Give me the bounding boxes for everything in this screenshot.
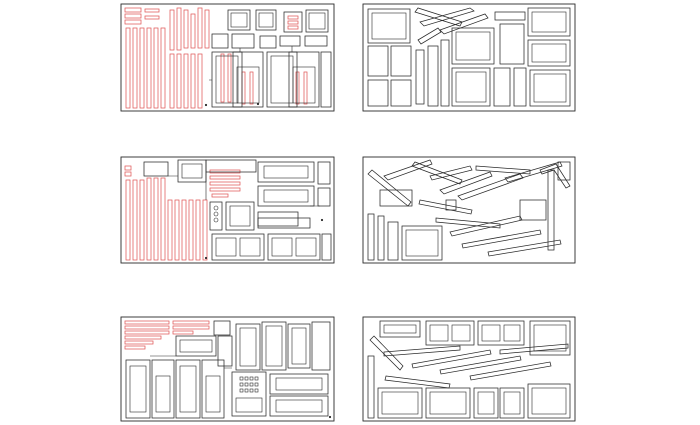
sheet-6 xyxy=(362,316,576,422)
sheet-6-parts xyxy=(367,320,571,419)
sheet-3-border xyxy=(120,156,335,264)
sheet-4-parts xyxy=(367,159,571,261)
sheet-5-parts xyxy=(125,320,332,419)
sheet-3 xyxy=(120,156,335,264)
sheet-1-border xyxy=(120,3,335,112)
sheet-1-parts xyxy=(204,9,332,108)
sheet-2-parts xyxy=(367,7,571,107)
sheet-4 xyxy=(362,156,576,264)
sheet-3-parts xyxy=(143,159,332,261)
sheet-1 xyxy=(120,3,335,112)
sheet-5 xyxy=(120,316,335,422)
sheet-2 xyxy=(362,3,576,112)
sheet-2-border xyxy=(362,3,576,112)
sheet-5-red-strips xyxy=(124,320,210,350)
sheet-5-hole-grid xyxy=(239,376,259,393)
sheet-3-red-strips xyxy=(124,165,241,261)
sheet-5-border xyxy=(120,316,335,422)
